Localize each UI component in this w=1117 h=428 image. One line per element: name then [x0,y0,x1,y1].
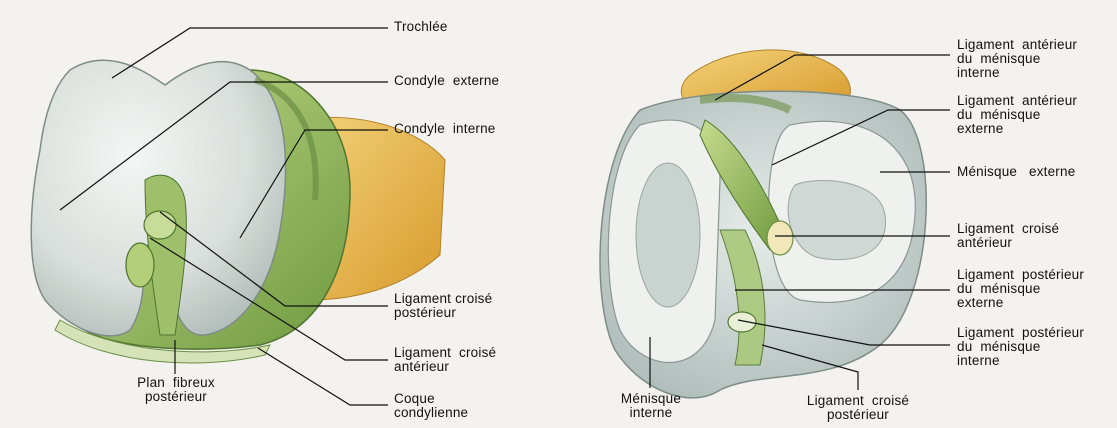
anterior-cruciate-stump [126,243,154,287]
label-ligament-croise-posterieur-right: Ligament croisé postérieur [790,394,926,422]
leader-coque-condylienne [258,348,388,405]
label-ligament-croise-anterieur: Ligament croisé antérieur [394,346,496,374]
anterior-cruciate-cut-end [767,221,793,255]
label-lig-anterieur-menisque-interne: Ligament antérieur du ménisque interne [957,38,1077,80]
label-lig-posterieur-menisque-externe: Ligament postérieur du ménisque externe [957,268,1084,310]
label-lig-posterieur-menisque-interne: Ligament postérieur du ménisque interne [957,326,1084,368]
label-plan-fibreux-posterieur: Plan fibreux postérieur [128,376,224,404]
label-menisque-externe: Ménisque externe [957,165,1075,179]
label-condyle-interne: Condyle interne [394,122,496,136]
label-ligament-croise-posterieur: Ligament croisé postérieur [394,292,492,320]
label-coque-condylienne: Coque condylienne [394,392,468,420]
label-menisque-interne: Ménisque interne [612,392,690,420]
label-ligament-croise-anterieur-right: Ligament croisé antérieur [957,222,1059,250]
label-lig-anterieur-menisque-externe: Ligament antérieur du ménisque externe [957,94,1077,136]
posterior-cruciate-stump [144,211,176,239]
label-trochlee: Trochlée [394,20,448,34]
medial-articular-surface [636,163,700,307]
posterior-cruciate-cut-end [728,312,756,332]
label-condyle-externe: Condyle externe [394,74,499,88]
femur-condyles-figure [31,60,445,363]
